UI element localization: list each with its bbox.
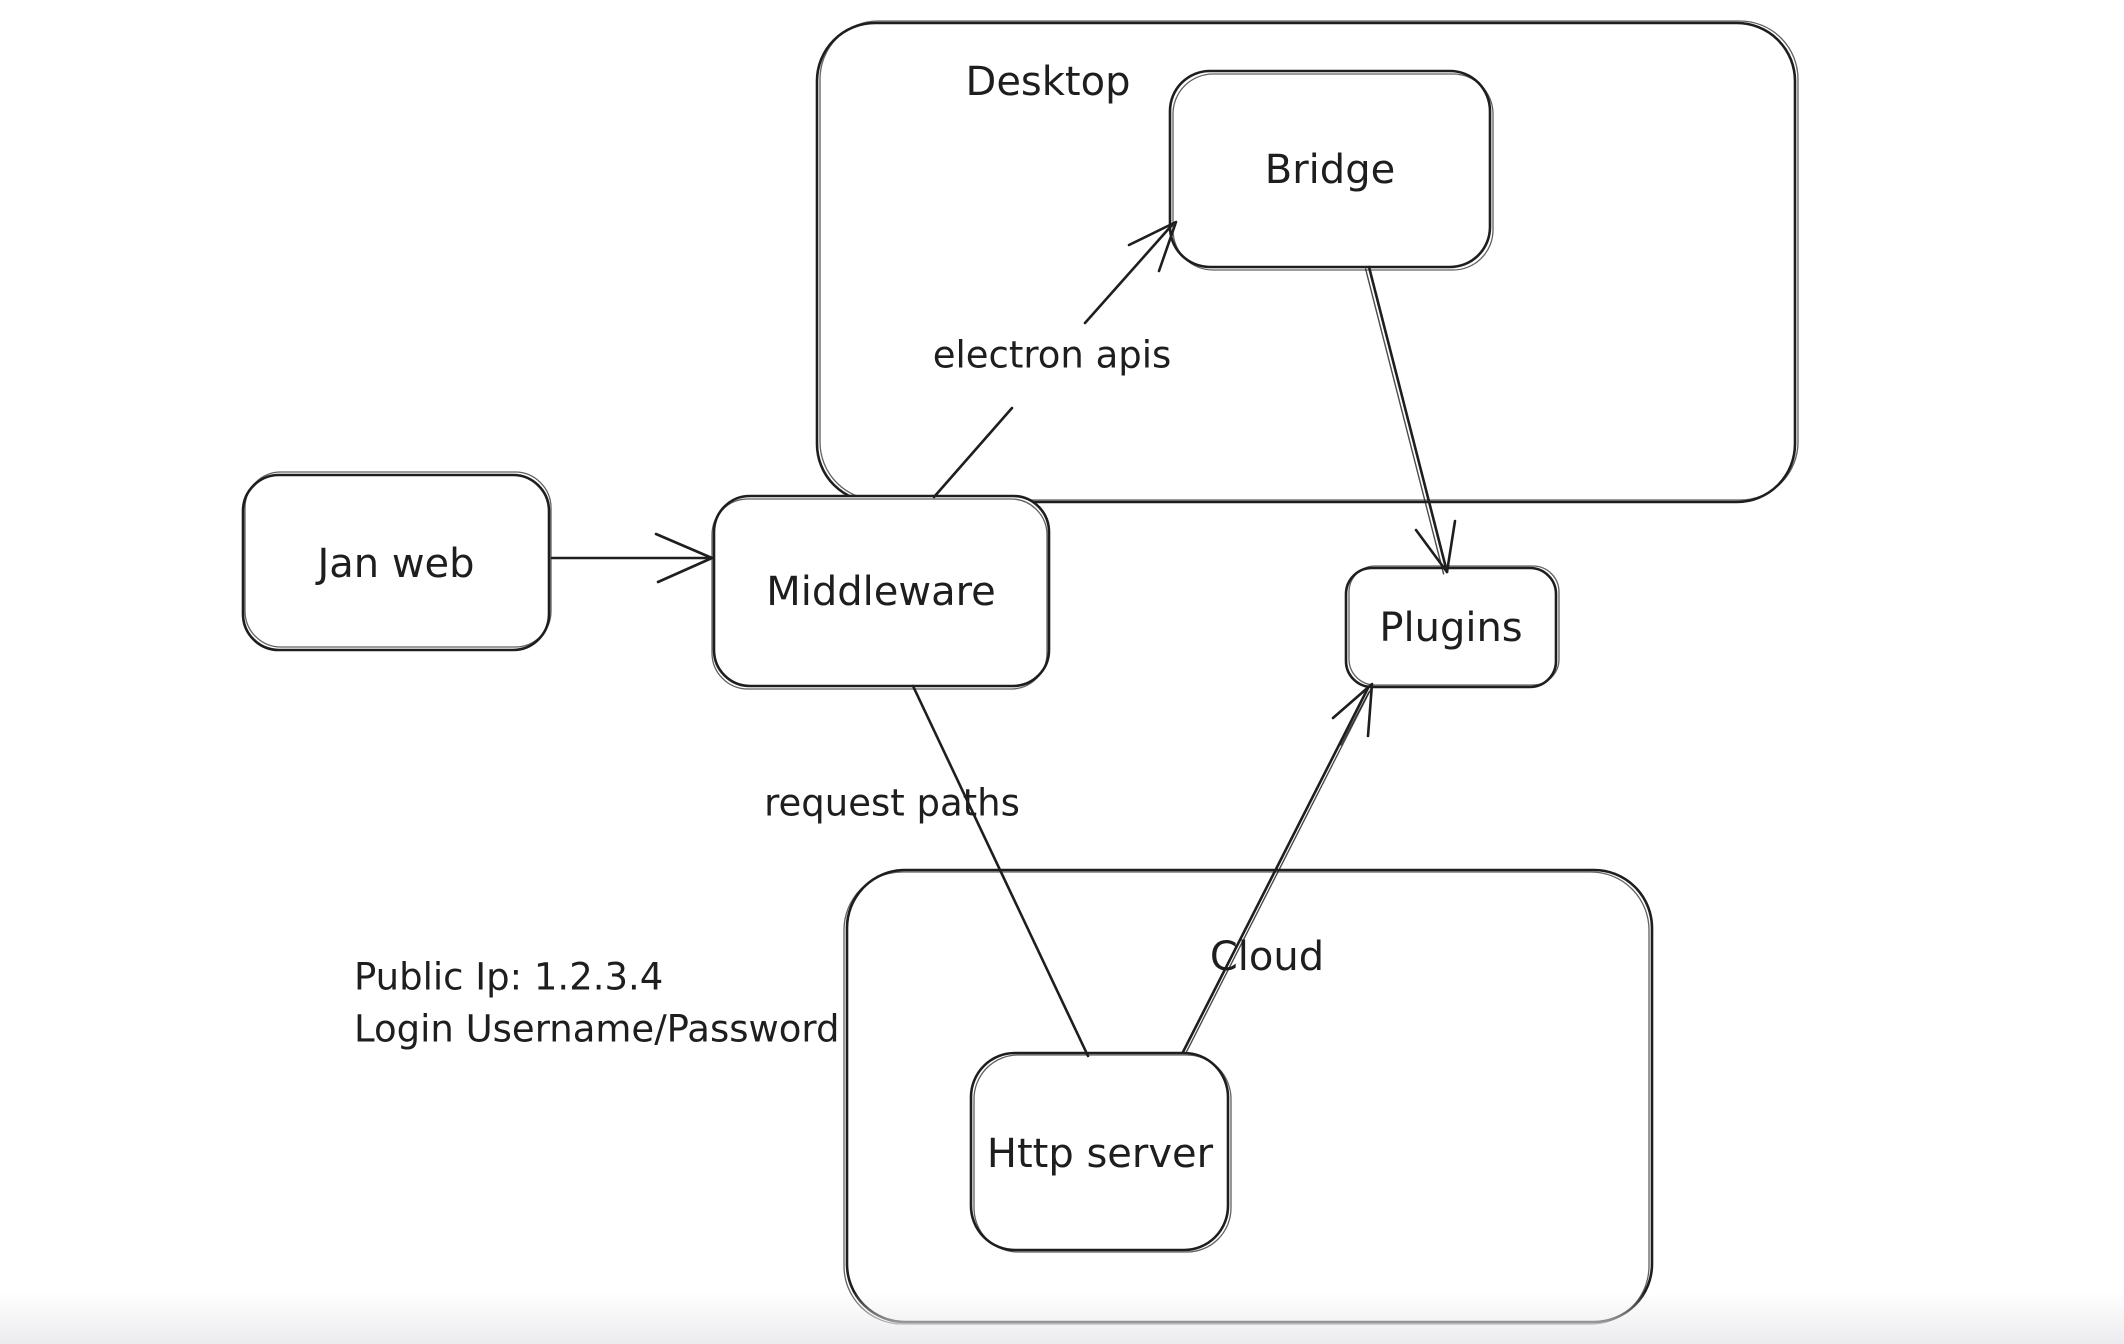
middleware-box [712,494,1051,688]
edge-httpserver-to-plugins[interactable] [1181,682,1374,1055]
plugins-box-sketch [1348,565,1560,686]
edge-middleware-to-bridge[interactable]: electron apis [932,220,1178,499]
edge-bridge-plugins-arrowhead [1414,519,1457,574]
node-middleware-label: Middleware [766,569,996,615]
node-http-server[interactable]: Http server [969,1051,1232,1253]
edge-httpserver-plugins-arrowhead [1331,682,1374,738]
container-cloud-label: Cloud [1210,934,1324,980]
edge-httpserver-plugins-arrowhead-sketch [1340,691,1370,746]
node-jan-web[interactable]: Jan web [241,471,552,652]
container-desktop-label: Desktop [966,59,1131,105]
edge-httpserver-plugins-line [1181,686,1370,1054]
edge-bridge-plugins-line [1367,265,1449,574]
edge-bridge-plugins-line-sketch [1364,268,1445,575]
edge-janweb-middleware-arrowhead [654,532,714,584]
node-http-server-label: Http server [987,1131,1214,1177]
node-jan-web-label: Jan web [314,541,474,587]
jan-web-box [241,473,551,652]
node-bridge[interactable]: Bridge [1168,69,1494,271]
bridge-box-sketch [1172,73,1494,271]
edge-middleware-httpserver-line [911,684,1090,1058]
edge-bridge-to-plugins[interactable] [1364,265,1457,575]
node-bridge-label: Bridge [1265,147,1395,193]
node-plugins[interactable]: Plugins [1344,565,1560,689]
http-server-box-sketch [973,1054,1232,1253]
edge-middleware-bridge-line [932,223,1174,499]
edge-label-electron-apis: electron apis [933,334,1172,377]
annotation-login: Login Username/Password [354,1008,839,1051]
edge-middleware-to-httpserver[interactable]: request paths [764,684,1090,1058]
edge-httpserver-plugins-line-sketch [1185,688,1372,1055]
http-server-box [969,1051,1230,1252]
edge-janweb-to-middleware[interactable] [550,532,714,584]
bridge-box [1168,69,1492,269]
node-plugins-label: Plugins [1379,605,1522,651]
desktop-container-box-sketch [819,20,1799,501]
annotation-public-ip: Public Ip: 1.2.3.4 [354,956,663,999]
container-cloud[interactable]: Cloud [843,868,1654,1325]
edge-label-request-paths: request paths [764,782,1020,825]
bottom-fade [0,1292,2124,1344]
edge-middleware-bridge-arrowhead [1127,220,1178,273]
middleware-box-sketch [711,498,1048,690]
node-middleware[interactable]: Middleware [711,494,1051,690]
plugins-box [1344,566,1558,689]
jan-web-box-sketch [244,471,552,648]
annotation-credentials[interactable]: Public Ip: 1.2.3.4 Login Username/Passwo… [354,956,839,1051]
